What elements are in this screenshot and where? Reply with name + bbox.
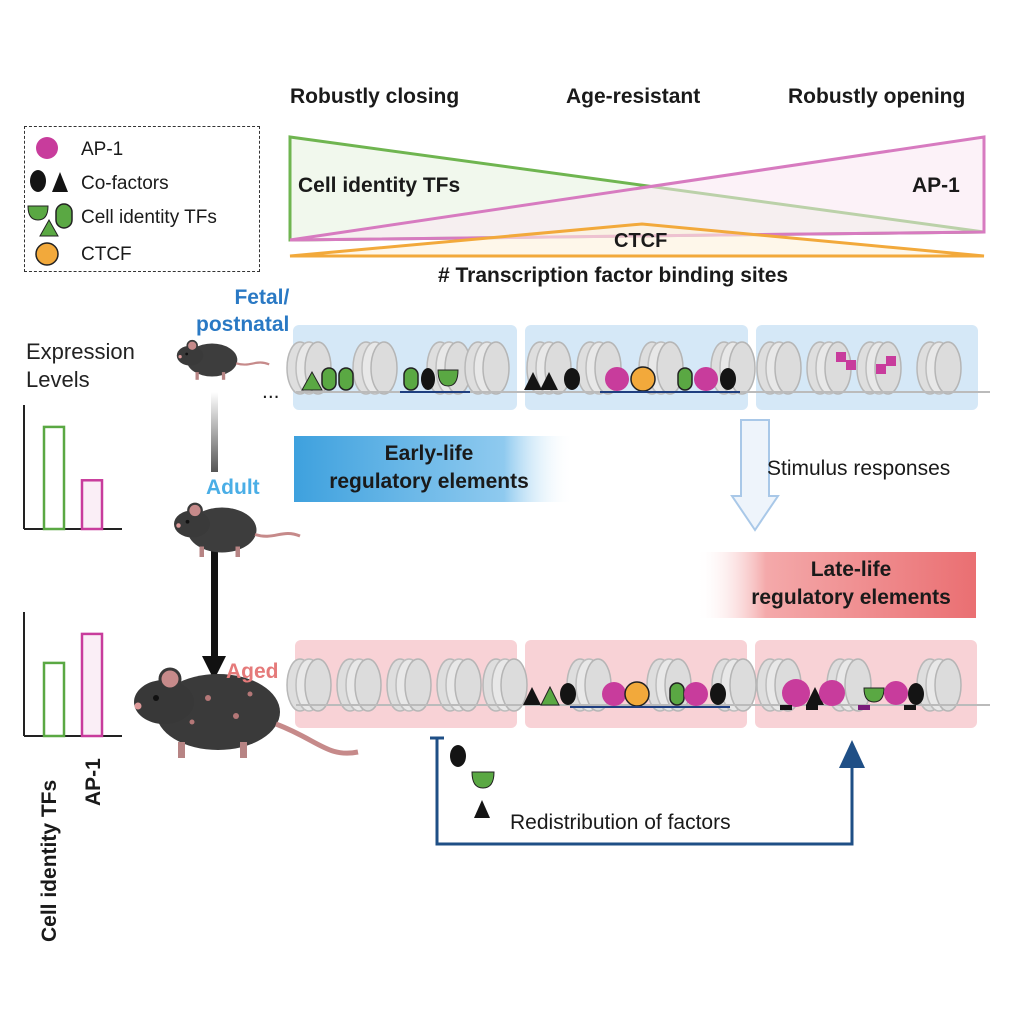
early-life-banner: Early-life regulatory elements [329, 442, 529, 493]
aged-chromatin-row [286, 640, 990, 728]
redistribution-arrow [430, 736, 865, 846]
legend-item-ap1: AP-1 [25, 135, 261, 167]
adult-mouse-icon [172, 502, 302, 559]
triangle-label-ap1: AP-1 [912, 174, 960, 197]
stimulus-arrow [730, 419, 780, 532]
legend-item-ctcf: CTCF [25, 240, 261, 272]
stage-label-fetal: Fetal/ postnatal [196, 286, 290, 336]
triangle-label-cell-identity: Cell identity TFs [298, 174, 461, 197]
ellipsis-text: ... [262, 380, 280, 403]
bar-label-ap1: AP-1 [82, 758, 105, 806]
adult-bar-cell-identity [42, 425, 66, 531]
legend-label: Co-factors [81, 173, 169, 194]
legend-label: CTCF [81, 244, 132, 265]
triangle-label-ctcf: CTCF [614, 230, 668, 252]
adult-bar-chart-axes [23, 405, 122, 530]
stage-label-aged: Aged [226, 660, 279, 683]
binding-site-triangles [288, 135, 986, 258]
timeline-arrowhead [202, 656, 226, 680]
early-chromatin-row [286, 325, 990, 410]
late-life-banner-bg [696, 552, 976, 618]
late-life-banner: Late-life regulatory elements [751, 558, 951, 609]
fetal-mouse-icon [175, 339, 271, 381]
bar-label-cell-identity: Cell identity TFs [38, 779, 61, 942]
adult-bar-ap1 [80, 479, 104, 531]
legend-cofactor-icon [30, 170, 68, 192]
axis-label-binding-sites: # Transcription factor binding sites [438, 264, 789, 287]
legend-item-cell-identity: Cell identity TFs [25, 203, 261, 235]
legend-box: AP-1 Co-factors Cell identity TFs CTCF [24, 126, 260, 272]
legend-label: Cell identity TFs [81, 207, 217, 228]
aged-bar-cell-identity [42, 661, 66, 738]
legend-ap1-icon [36, 137, 58, 159]
header-age-resistant: Age-resistant [566, 85, 701, 108]
redistribution-label: Redistribution of factors [510, 811, 731, 834]
header-robustly-opening: Robustly opening [788, 85, 966, 108]
stage-label-adult: Adult [206, 476, 260, 499]
legend-label: AP-1 [81, 139, 124, 160]
stimulus-responses-label: Stimulus responses [767, 457, 951, 480]
early-life-banner-bg [294, 436, 574, 502]
expression-levels-title: Expression Levels [26, 339, 135, 392]
legend-ctcf-icon [35, 242, 59, 266]
timeline-gradient-line [211, 392, 218, 472]
aged-bar-chart-axes [23, 612, 122, 737]
aged-mouse-icon [134, 667, 359, 758]
legend-cell-identity-icon [27, 203, 73, 237]
header-robustly-closing: Robustly closing [290, 85, 460, 108]
legend-item-cofactors: Co-factors [25, 169, 261, 201]
aged-bar-ap1 [80, 632, 104, 738]
timeline-line [211, 550, 218, 658]
